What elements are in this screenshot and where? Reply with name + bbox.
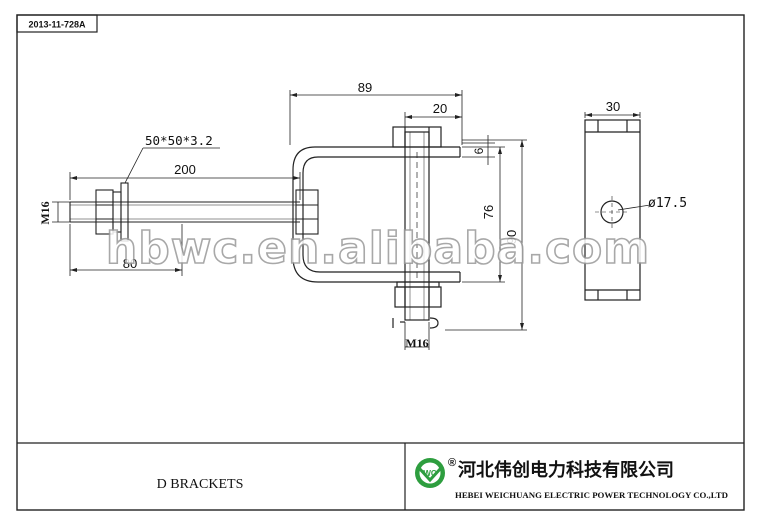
- company-name-en: HEBEI WEICHUANG ELECTRIC POWER TECHNOLOG…: [455, 491, 728, 500]
- logo-letters: WC: [423, 469, 437, 478]
- d-bracket-view: [292, 126, 461, 329]
- dim-hole-diameter: ø17.5: [648, 196, 687, 211]
- registered-mark: ®: [448, 457, 456, 469]
- part-name: D BRACKETS: [157, 477, 244, 492]
- bolt-side-view: [69, 182, 319, 242]
- dim-inner-height: 76: [481, 205, 496, 219]
- dim-bolt-thread-left: M16: [38, 201, 52, 224]
- company-name-cn: 河北伟创电力科技有限公司: [458, 459, 674, 480]
- dim-washer-spec: 50*50*3.2: [145, 133, 213, 148]
- dim-overall-width: 89: [358, 80, 372, 95]
- dim-outer-height: 90: [504, 230, 519, 244]
- company-logo: WC: [415, 458, 445, 488]
- dim-bolt-thread-bottom: M16: [405, 336, 428, 350]
- dim-bolt-length: 200: [174, 162, 196, 177]
- watermark: hbwc.en.alibaba.com: [106, 223, 650, 274]
- dim-thread-length: 80: [123, 256, 137, 271]
- drawing-number-box: [16, 14, 98, 33]
- dim-thickness: 6: [472, 147, 486, 154]
- dim-side-width: 30: [606, 99, 620, 114]
- end-view: [584, 119, 641, 301]
- dim-nut-width: 20: [433, 101, 447, 116]
- sheet-frame: [16, 14, 745, 511]
- drawing-number: 2013-11-728A: [28, 20, 86, 30]
- dimension-lines: [52, 90, 651, 350]
- dimension-arrows: [70, 93, 640, 330]
